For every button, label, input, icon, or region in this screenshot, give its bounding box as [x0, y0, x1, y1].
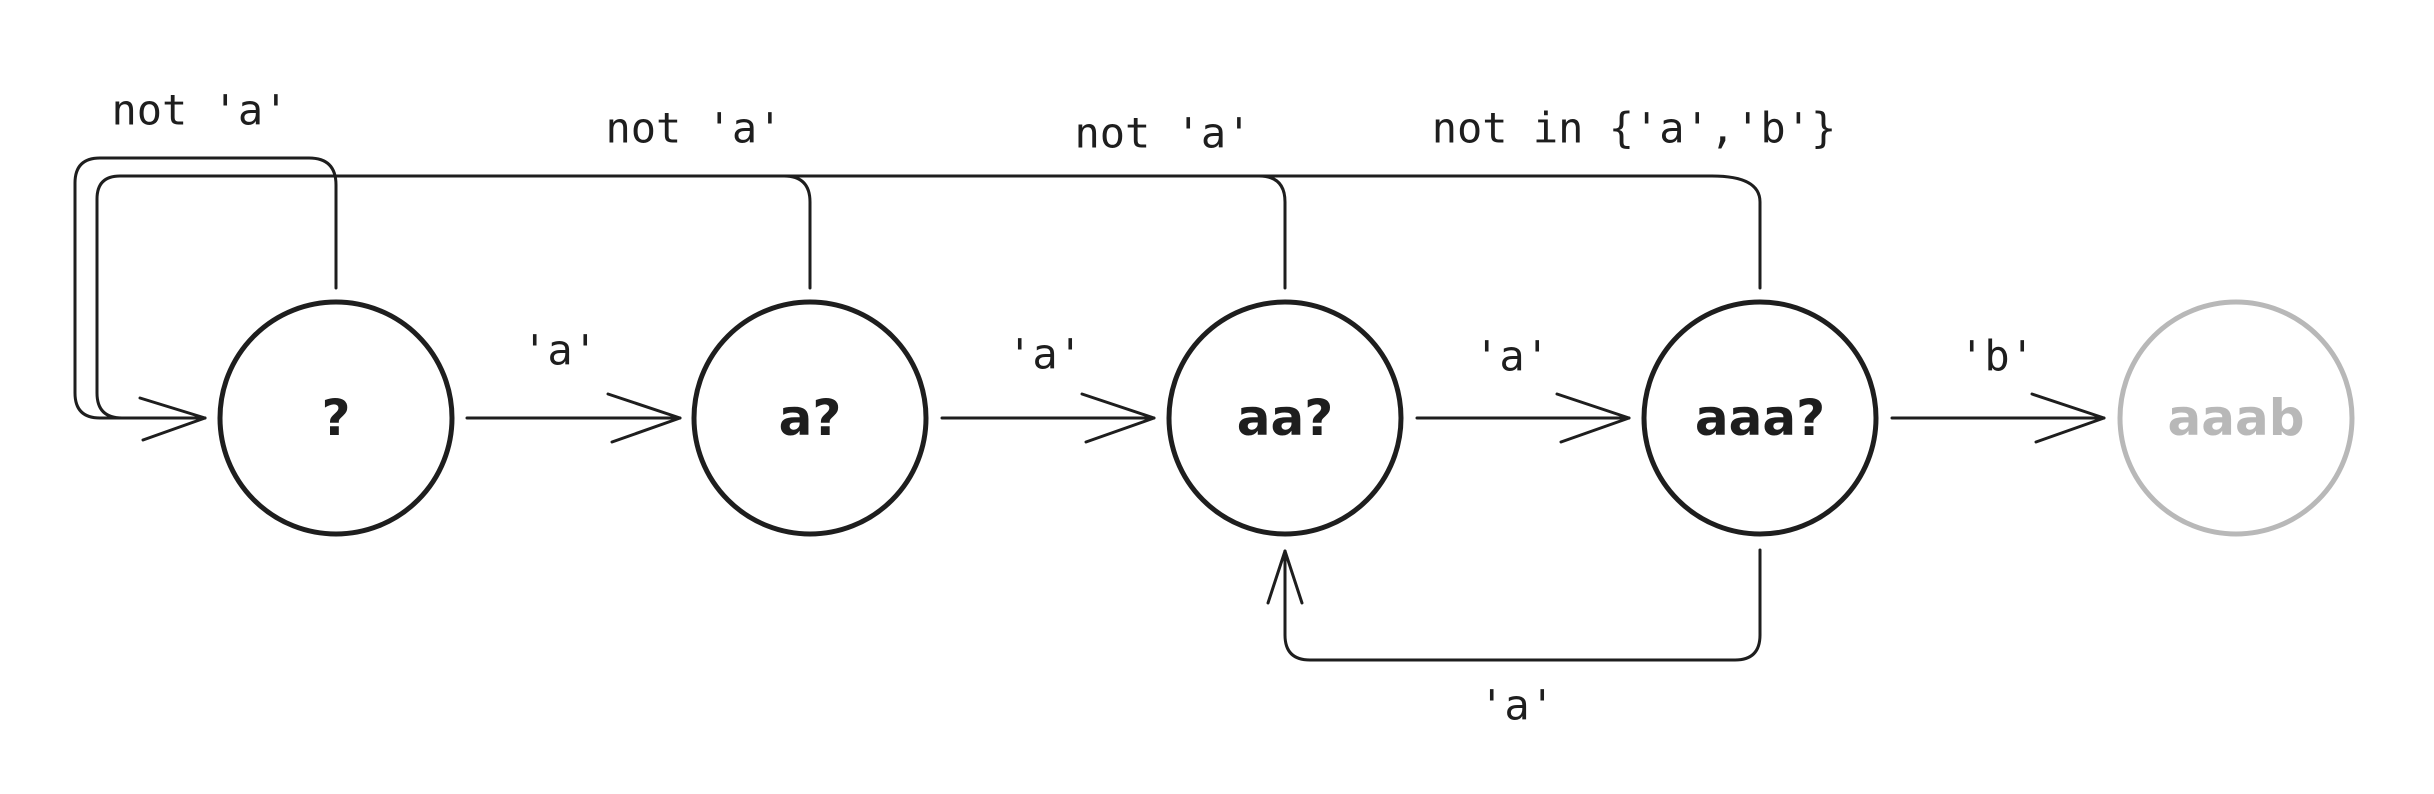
state-label: ? — [321, 389, 350, 447]
forward-label-aa-to-aaa: 'a' — [1474, 332, 1550, 381]
state-label: aaa? — [1695, 389, 1825, 447]
state-label: aa? — [1237, 389, 1333, 447]
arrowhead-aaa-to-aaab — [2030, 392, 2106, 444]
edge-aaa-back-to-aa — [1283, 548, 1762, 662]
reset-edge-aa-to-start — [768, 174, 1287, 290]
arrowhead-aa-to-aaa — [1555, 392, 1631, 444]
state-start: ? — [217, 299, 455, 537]
reset-arrowhead — [138, 396, 207, 442]
state-a: a? — [691, 299, 929, 537]
reset-label-a: not 'a' — [605, 104, 782, 153]
reset-edge-self-loop — [73, 156, 338, 420]
arrowhead-aaa-back-to-aa — [1266, 549, 1304, 605]
state-label: aaab — [2167, 389, 2304, 447]
forward-label-a-to-aa: 'a' — [1007, 330, 1083, 379]
loop-back-label: 'a' — [1479, 681, 1555, 730]
reset-label-aaa: not in {'a','b'} — [1432, 104, 1837, 153]
forward-label-aaa-to-aaab: 'b' — [1959, 332, 2035, 381]
arrowhead-a-to-aa — [1080, 392, 1156, 444]
reset-label-self: not 'a' — [111, 86, 288, 135]
state-aa: aa? — [1166, 299, 1404, 537]
reset-edge-a-to-start — [95, 174, 812, 420]
reset-label-aa: not 'a' — [1074, 109, 1251, 158]
forward-label-start-to-a: 'a' — [522, 326, 598, 375]
state-aaab-final: aaab — [2117, 299, 2355, 537]
reset-edge-aaa-to-start — [1238, 174, 1762, 290]
arrowhead-start-to-a — [606, 392, 682, 444]
state-label: a? — [779, 389, 842, 447]
state-aaa: aaa? — [1641, 299, 1879, 537]
